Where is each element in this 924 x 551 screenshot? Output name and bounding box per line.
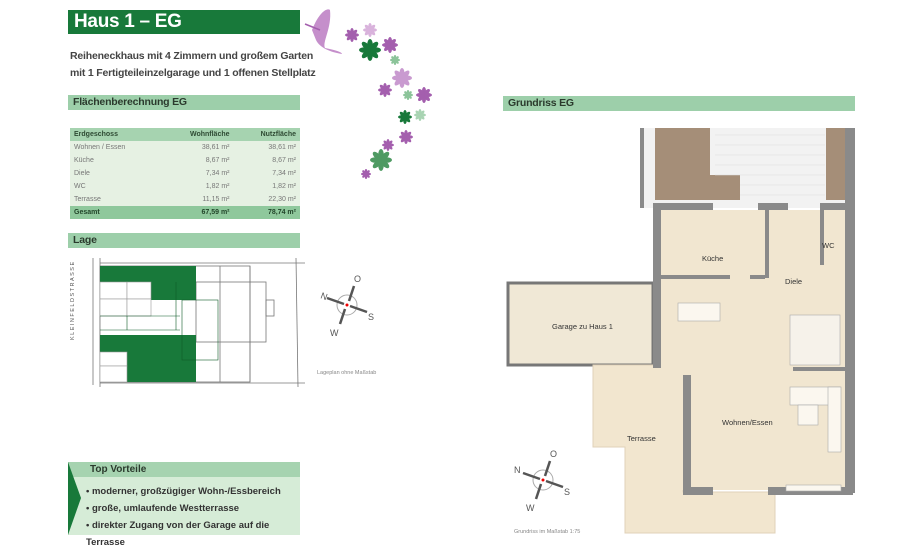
flaechen-heading: Flächenberechnung EG <box>68 95 300 110</box>
compass-s: S <box>564 487 570 497</box>
vorteil-item: direkter Zugang von der Garage auf die T… <box>86 517 300 551</box>
compass-icon: N O S W <box>514 449 570 513</box>
flower-icon <box>345 28 359 42</box>
cell: Terrasse <box>74 196 101 203</box>
flower-icon <box>416 87 432 103</box>
compass-o: O <box>354 274 361 284</box>
butterfly-flowers-decoration <box>304 9 432 179</box>
compass-icon: N O S W <box>319 274 374 338</box>
page-title: Haus 1 – EG <box>68 10 300 34</box>
grundriss-heading: Grundriss EG <box>503 96 855 111</box>
flower-icon <box>359 39 381 61</box>
site-plan <box>92 257 305 388</box>
room-kueche: Küche <box>702 254 724 263</box>
compass-w: W <box>330 328 339 338</box>
cell: Gesamt <box>70 206 161 219</box>
flower-icon <box>403 90 413 100</box>
cell: 38,61 m² <box>201 144 230 151</box>
cell: 7,34 m² <box>272 170 296 177</box>
floor-plan <box>506 128 855 534</box>
vorteile-heading: Top Vorteile <box>68 462 300 477</box>
col-header: Nutzfläche <box>233 128 300 141</box>
room-wc: WC <box>822 241 835 250</box>
cell: 8,67 m² <box>205 157 230 164</box>
room-wohnen: Wohnen/Essen <box>722 418 773 427</box>
cell: 7,34 m² <box>205 170 230 177</box>
cell: 38,61 m² <box>268 144 296 151</box>
col-header: Wohnfläche <box>160 128 234 141</box>
table-total-row: Gesamt 67,59 m² 78,74 m² <box>70 206 300 219</box>
cell: 1,82 m² <box>205 183 230 190</box>
table-row: Wohnen / Essen 38,61 m² 38,61 m² <box>70 141 300 154</box>
room-diele: Diele <box>785 277 803 286</box>
cell: 22,30 m² <box>268 196 296 203</box>
vorteil-item: große, umlaufende Westterrasse <box>86 500 300 517</box>
room-terrasse: Terrasse <box>627 434 656 443</box>
flower-icon <box>378 83 392 97</box>
col-header: Erdgeschoss <box>70 128 161 141</box>
table-row: WC 1,82 m² 1,82 m² <box>70 180 300 193</box>
flower-icon <box>390 55 400 65</box>
cell: 11,15 m² <box>202 196 230 203</box>
table-row: Terrasse 11,15 m² 22,30 m² <box>70 193 300 206</box>
room-garage: Garage zu Haus 1 <box>552 322 613 331</box>
cell: WC <box>74 183 86 190</box>
butterfly-icon <box>304 9 342 54</box>
flower-icon <box>392 68 412 88</box>
cell: 8,67 m² <box>272 157 296 164</box>
flower-icon <box>399 130 413 144</box>
compass-w: W <box>526 503 535 513</box>
flower-icon <box>414 109 426 121</box>
area-table: Erdgeschoss Wohnfläche Nutzfläche Wohnen… <box>70 128 300 219</box>
flower-icon <box>370 149 392 171</box>
floor-plan-caption: Grundriss im Maßstab 1:75 <box>514 529 581 535</box>
table-header: Erdgeschoss Wohnfläche Nutzfläche <box>70 128 300 141</box>
subtitle-line-2: mit 1 Fertigteileinzelgarage und 1 offen… <box>70 67 316 79</box>
table-row: Diele 7,34 m² 7,34 m² <box>70 167 300 180</box>
flower-icon <box>363 23 377 37</box>
cell: 78,74 m² <box>233 206 300 219</box>
flower-icon <box>361 169 371 179</box>
flower-icon <box>382 139 394 151</box>
vorteile-box: Top Vorteile moderner, großzügiger Wohn-… <box>68 462 300 548</box>
cell: 1,82 m² <box>272 183 296 190</box>
compass-n: N <box>514 465 521 475</box>
flower-icon <box>398 110 412 124</box>
compass-n: N <box>319 290 329 302</box>
site-plan-caption: Lageplan ohne Maßstab <box>317 370 377 376</box>
cell: Küche <box>74 157 94 164</box>
compass-o: O <box>550 449 557 459</box>
table-row: Küche 8,67 m² 8,67 m² <box>70 154 300 167</box>
cell: Diele <box>74 170 90 177</box>
compass-s: S <box>368 312 374 322</box>
flower-icon <box>382 37 398 53</box>
subtitle-line-1: Reiheneckhaus mit 4 Zimmern und großem G… <box>70 50 314 62</box>
lage-heading: Lage <box>68 233 300 248</box>
vorteil-item: moderner, großzügiger Wohn-/Essbereich <box>86 483 300 500</box>
cell: 67,59 m² <box>160 206 234 219</box>
arrow-icon <box>68 462 81 535</box>
cell: Wohnen / Essen <box>74 144 126 151</box>
street-label: KLEINFELDSTRASSE <box>70 260 76 340</box>
